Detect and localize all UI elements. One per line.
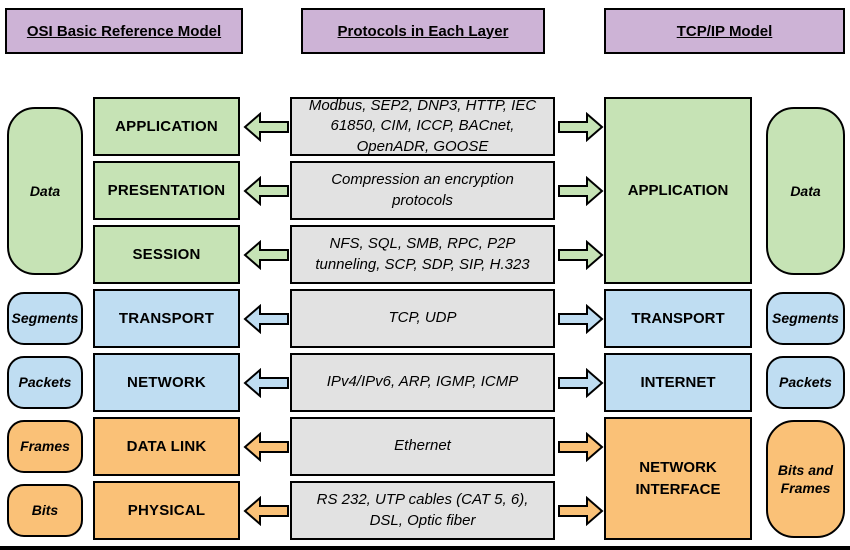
osi-layer-datalink-label: DATA LINK — [126, 438, 207, 455]
right-arrow-icon-row3 — [557, 240, 604, 270]
osi-layer-datalink: DATA LINK — [93, 417, 240, 476]
osi-layer-application: APPLICATION — [93, 97, 240, 156]
unit-right-packets-label: Packets — [779, 374, 832, 391]
tcpip-layer-application-label: APPLICATION — [627, 181, 729, 199]
protocol-row-physical: RS 232, UTP cables (CAT 5, 6), DSL, Opti… — [290, 481, 555, 540]
unit-left-data: Data — [7, 107, 83, 275]
unit-right-data-label: Data — [790, 182, 821, 199]
unit-left-frames: Frames — [7, 420, 83, 473]
unit-left-data-label: Data — [29, 182, 61, 199]
header-tcpip-model-label: TCP/IP Model — [676, 22, 773, 40]
figure-bottom-border — [0, 546, 850, 550]
left-arrow-icon-row4 — [243, 304, 290, 334]
unit-left-segments: Segments — [7, 292, 83, 345]
unit-left-bits-label: Bits — [31, 502, 59, 519]
tcpip-layer-transport: TRANSPORT — [604, 289, 752, 348]
protocol-row-datalink: Ethernet — [290, 417, 555, 476]
osi-layer-network-label: NETWORK — [127, 374, 206, 391]
protocol-row-presentation: Compression an encryption protocols — [290, 161, 555, 220]
osi-layer-application-label: APPLICATION — [115, 118, 218, 135]
left-arrow-icon-row1 — [243, 112, 290, 142]
osi-layer-session-label: SESSION — [132, 246, 201, 263]
left-arrow-icon-row2 — [243, 176, 290, 206]
protocol-row-session-text: NFS, SQL, SMB, RPC, P2P tunneling, SCP, … — [315, 235, 530, 273]
header-osi-model: OSI Basic Reference Model — [5, 8, 243, 54]
protocol-row-application: Modbus, SEP2, DNP3, HTTP, IEC 61850, CIM… — [290, 97, 555, 156]
tcpip-layer-transport-label: TRANSPORT — [631, 309, 725, 327]
unit-left-packets-label: Packets — [18, 374, 72, 391]
tcpip-layer-network-interface-label: NETWORK INTERFACE — [635, 458, 721, 498]
unit-right-segments-label: Segments — [772, 310, 839, 327]
unit-left-packets: Packets — [7, 356, 83, 409]
tcpip-layer-internet-label: INTERNET — [640, 373, 716, 391]
protocol-row-session: NFS, SQL, SMB, RPC, P2P tunneling, SCP, … — [290, 225, 555, 284]
osi-layer-session: SESSION — [93, 225, 240, 284]
unit-right-packets: Packets — [766, 356, 845, 409]
unit-right-bits-and-frames-label: Bits and Frames — [777, 461, 834, 496]
osi-layer-network: NETWORK — [93, 353, 240, 412]
protocol-row-network-text: IPv4/IPv6, ARP, IGMP, ICMP — [326, 373, 519, 391]
osi-layer-presentation: PRESENTATION — [93, 161, 240, 220]
header-osi-model-label: OSI Basic Reference Model — [26, 22, 222, 40]
left-arrow-icon-row7 — [243, 496, 290, 526]
protocol-row-transport-text: TCP, UDP — [388, 309, 457, 327]
tcpip-layer-application: APPLICATION — [604, 97, 752, 284]
osi-layer-presentation-label: PRESENTATION — [107, 182, 226, 199]
unit-right-segments: Segments — [766, 292, 845, 345]
left-arrow-icon-row6 — [243, 432, 290, 462]
header-protocols: Protocols in Each Layer — [301, 8, 545, 54]
osi-layer-transport-label: TRANSPORT — [118, 310, 215, 327]
unit-left-frames-label: Frames — [20, 438, 70, 455]
right-arrow-icon-row7 — [557, 496, 604, 526]
left-arrow-icon-row3 — [243, 240, 290, 270]
protocol-row-physical-text: RS 232, UTP cables (CAT 5, 6), DSL, Opti… — [316, 491, 529, 529]
unit-left-bits: Bits — [7, 484, 83, 537]
protocol-row-datalink-text: Ethernet — [394, 437, 451, 455]
osi-layer-transport: TRANSPORT — [93, 289, 240, 348]
osi-layer-physical-label: PHYSICAL — [127, 502, 206, 519]
protocol-row-presentation-text: Compression an encryption protocols — [331, 171, 514, 209]
tcpip-layer-internet: INTERNET — [604, 353, 752, 412]
right-arrow-icon-row4 — [557, 304, 604, 334]
left-arrow-icon-row5 — [243, 368, 290, 398]
right-arrow-icon-row1 — [557, 112, 604, 142]
unit-right-data: Data — [766, 107, 845, 275]
unit-right-bits-and-frames: Bits and Frames — [766, 420, 845, 538]
protocol-row-network: IPv4/IPv6, ARP, IGMP, ICMP — [290, 353, 555, 412]
protocol-row-transport: TCP, UDP — [290, 289, 555, 348]
right-arrow-icon-row2 — [557, 176, 604, 206]
protocol-row-application-text: Modbus, SEP2, DNP3, HTTP, IEC 61850, CIM… — [308, 97, 537, 155]
tcpip-layer-network-interface: NETWORK INTERFACE — [604, 417, 752, 540]
header-tcpip-model: TCP/IP Model — [604, 8, 845, 54]
header-protocols-label: Protocols in Each Layer — [337, 22, 509, 40]
unit-left-segments-label: Segments — [11, 310, 79, 327]
osi-layer-physical: PHYSICAL — [93, 481, 240, 540]
right-arrow-icon-row6 — [557, 432, 604, 462]
right-arrow-icon-row5 — [557, 368, 604, 398]
